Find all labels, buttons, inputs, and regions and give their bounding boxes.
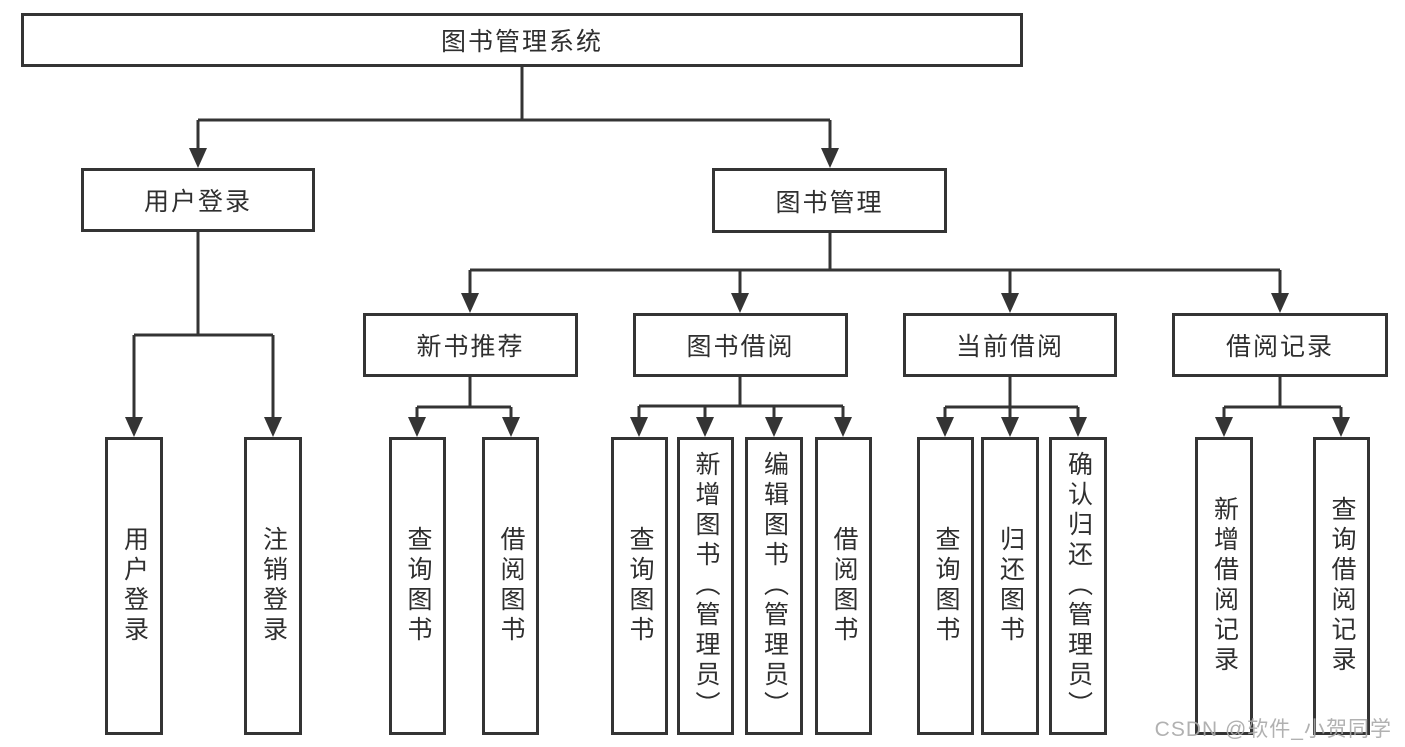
leaf-records-add-record: 新增借阅记录 — [1195, 437, 1253, 735]
leaf-newbook-query-books-label: 查询图书 — [404, 526, 432, 646]
leaf-records-query-record: 查询借阅记录 — [1313, 437, 1370, 735]
leaf-borrow-borrow-books: 借阅图书 — [815, 437, 872, 735]
node-book-borrow-label: 图书借阅 — [686, 333, 795, 361]
leaf-borrow-query-books-label: 查询图书 — [626, 526, 654, 646]
connector-borrow-records-to-leaves — [1215, 377, 1350, 437]
connector-book-management-to-level3 — [461, 233, 1289, 313]
leaf-newbook-borrow-books-label: 借阅图书 — [497, 526, 525, 646]
leaf-newbook-borrow-books: 借阅图书 — [482, 437, 539, 735]
node-root-system: 图书管理系统 — [21, 13, 1023, 67]
leaf-newbook-query-books: 查询图书 — [389, 437, 446, 735]
leaf-logout: 注销登录 — [244, 437, 302, 735]
leaf-current-return-books: 归还图书 — [981, 437, 1039, 735]
node-user-login: 用户登录 — [81, 168, 315, 232]
node-new-book-recommend: 新书推荐 — [363, 313, 578, 377]
leaf-current-query-books: 查询图书 — [917, 437, 974, 735]
node-user-login-label: 用户登录 — [143, 188, 252, 216]
leaf-borrow-add-books-admin-label: 新增图书（管理员） — [692, 451, 720, 721]
node-current-borrow-label: 当前借阅 — [955, 333, 1064, 361]
leaf-borrow-edit-books-admin-label: 编辑图书（管理员） — [760, 451, 789, 721]
leaf-borrow-add-books-admin: 新增图书（管理员） — [677, 437, 734, 735]
leaf-borrow-query-books: 查询图书 — [611, 437, 668, 735]
connector-book-borrow-to-leaves — [630, 377, 852, 437]
leaf-current-confirm-return-admin: 确认归还（管理员） — [1049, 437, 1107, 735]
node-borrow-records-label: 借阅记录 — [1225, 333, 1334, 361]
connector-user-login-to-leaves — [125, 232, 282, 437]
leaf-user-login-label: 用户登录 — [120, 526, 149, 646]
node-current-borrow: 当前借阅 — [903, 313, 1117, 377]
node-book-management: 图书管理 — [712, 168, 947, 233]
leaf-current-confirm-return-admin-label: 确认归还（管理员） — [1064, 451, 1093, 721]
leaf-logout-label: 注销登录 — [259, 526, 288, 646]
leaf-records-query-record-label: 查询借阅记录 — [1328, 496, 1356, 676]
node-book-management-label: 图书管理 — [775, 188, 884, 217]
leaf-current-query-books-label: 查询图书 — [932, 526, 960, 646]
connector-new-book-recommend-to-leaves — [408, 377, 520, 437]
connector-root-to-level2 — [189, 67, 839, 168]
leaf-records-add-record-label: 新增借阅记录 — [1210, 496, 1239, 676]
leaf-current-return-books-label: 归还图书 — [996, 526, 1025, 646]
node-root-system-label: 图书管理系统 — [440, 28, 603, 56]
leaf-borrow-edit-books-admin: 编辑图书（管理员） — [745, 437, 803, 735]
connector-current-borrow-to-leaves — [936, 377, 1087, 437]
node-new-book-recommend-label: 新书推荐 — [416, 333, 525, 361]
node-book-borrow: 图书借阅 — [633, 313, 848, 377]
leaf-user-login: 用户登录 — [105, 437, 163, 735]
leaf-borrow-borrow-books-label: 借阅图书 — [830, 526, 858, 646]
node-borrow-records: 借阅记录 — [1172, 313, 1388, 377]
